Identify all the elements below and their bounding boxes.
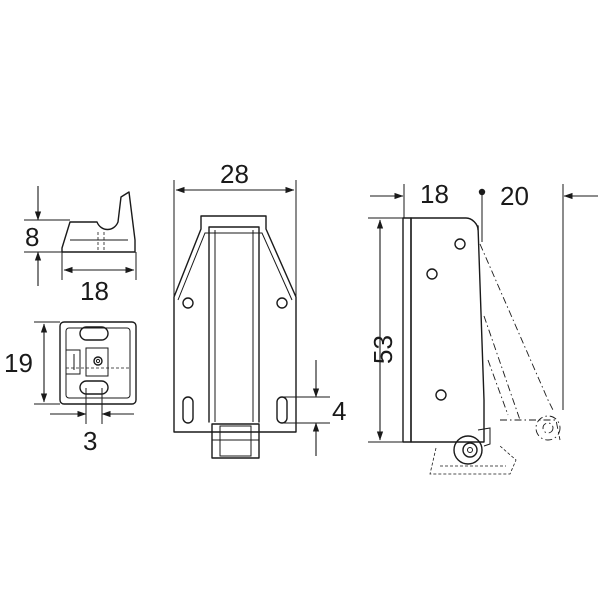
label-striker-plan-height: 19 [4, 348, 33, 378]
label-body-slot-length: 4 [332, 396, 346, 426]
label-side-depth: 18 [420, 179, 449, 209]
dim-side-depth: 18 [370, 179, 449, 218]
label-striker-slot-width: 3 [83, 426, 97, 456]
dim-side-travel: 20 [478, 181, 598, 410]
latch-side-view [402, 217, 491, 465]
dim-side-height: 53 [368, 217, 403, 443]
striker-plan-view [59, 321, 137, 405]
dim-striker-slot-width: 3 [50, 388, 134, 456]
label-side-travel: 20 [500, 181, 529, 211]
latch-front-view [173, 215, 297, 459]
dim-striker-plan-height: 19 [4, 321, 60, 405]
label-striker-height: 8 [25, 222, 39, 252]
label-body-width: 28 [220, 159, 249, 189]
dim-body-width: 28 [173, 159, 297, 297]
striker-side-view [61, 191, 136, 253]
dim-body-slot-length: 4 [282, 360, 346, 456]
label-striker-width: 18 [80, 276, 109, 306]
latch-open-position [429, 243, 561, 475]
label-side-height: 53 [368, 335, 398, 364]
dim-striker-width: 18 [61, 252, 137, 306]
dim-striker-height: 8 [24, 186, 70, 286]
